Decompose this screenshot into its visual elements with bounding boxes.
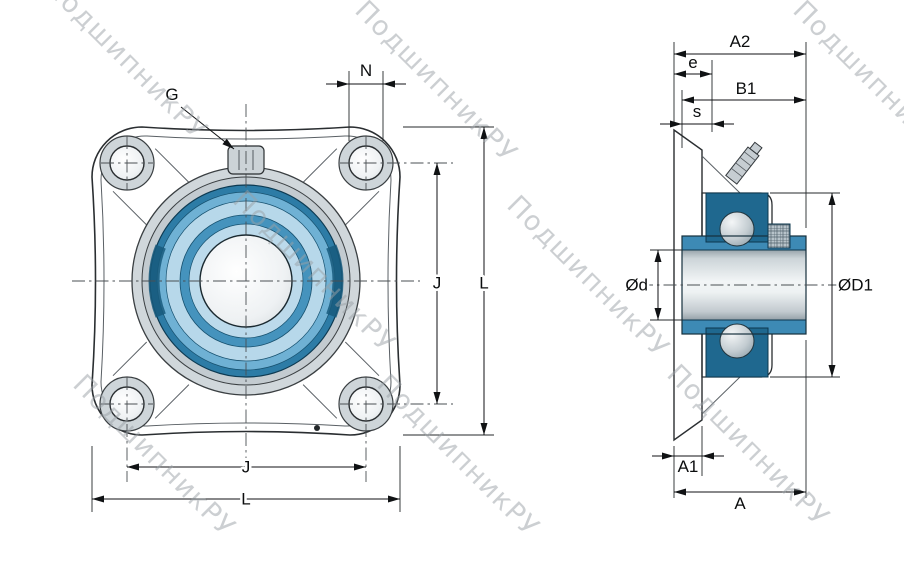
dim-L-vertical: L	[403, 126, 494, 436]
hole-cross-bottom-right	[340, 377, 453, 482]
label-B1: B1	[736, 79, 757, 98]
label-G: G	[165, 85, 178, 104]
dim-bore: Ød	[623, 249, 682, 321]
ball-top	[719, 211, 755, 247]
flange-plate	[673, 128, 703, 442]
watermark-text: ПодшипникРУ	[39, 0, 214, 146]
watermark-text: ПодшипникРУ	[371, 369, 546, 544]
side-view-dimensions: A2 e B1 s Ød ØD1	[623, 30, 876, 516]
label-L-horizontal: L	[241, 490, 250, 509]
label-J-horizontal: J	[242, 458, 251, 477]
dim-D1: ØD1	[770, 192, 875, 378]
side-view	[640, 128, 852, 442]
dim-J-horizontal: J	[127, 455, 366, 479]
set-screw	[767, 223, 791, 249]
label-outer-diameter: ØD1	[838, 276, 873, 295]
hole-cross-top-left	[101, 136, 153, 190]
front-view	[72, 104, 453, 482]
label-bore-diameter: Ød	[625, 276, 648, 295]
label-L-vertical: L	[479, 274, 488, 293]
casting-dot	[314, 425, 320, 431]
label-e: e	[688, 53, 697, 72]
label-N: N	[360, 61, 372, 80]
watermark-text: ПодшипникРУ	[661, 359, 836, 534]
front-view-dimensions: N G J L J L	[91, 59, 494, 512]
dim-A2: A2	[673, 30, 807, 228]
watermark-text: ПодшипникРУ	[501, 190, 676, 365]
watermark-text: ПодшипникРУ	[67, 369, 242, 544]
label-A1: A1	[678, 457, 699, 476]
dim-L-horizontal: L	[91, 446, 401, 512]
label-A: A	[734, 494, 746, 513]
dim-s: s	[660, 100, 734, 128]
watermark-text: ПодшипникРУ	[787, 0, 904, 169]
label-J-vertical: J	[433, 274, 442, 293]
dim-N: N	[326, 59, 406, 141]
label-s: s	[693, 102, 702, 121]
dim-G: G	[163, 83, 235, 150]
hub-slants	[701, 155, 741, 415]
ball-bottom	[719, 323, 755, 359]
dim-B1: B1	[681, 77, 806, 148]
label-A2: A2	[730, 32, 751, 51]
dim-J-vertical: J	[430, 163, 444, 404]
dim-e: e	[674, 51, 713, 132]
dim-A1: A1	[652, 426, 724, 498]
grease-nipple	[725, 141, 763, 185]
flange-outline	[91, 126, 401, 436]
rib-edges	[112, 148, 380, 419]
dim-A: A	[674, 340, 807, 516]
